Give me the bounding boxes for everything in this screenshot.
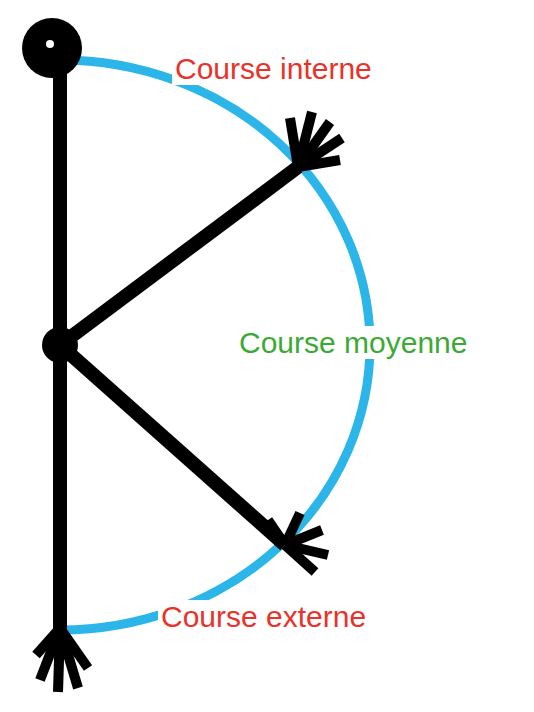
hand-upper	[290, 112, 342, 167]
hand-bottom	[36, 628, 88, 692]
shoulder-dot	[46, 40, 54, 48]
range-label: Course interne	[172, 52, 375, 85]
range-label: Course externe	[158, 600, 369, 633]
hand-lower	[268, 513, 328, 572]
range-label: Course moyenne	[236, 326, 470, 359]
elbow-joint	[42, 327, 78, 363]
shoulder-joint	[22, 18, 82, 78]
